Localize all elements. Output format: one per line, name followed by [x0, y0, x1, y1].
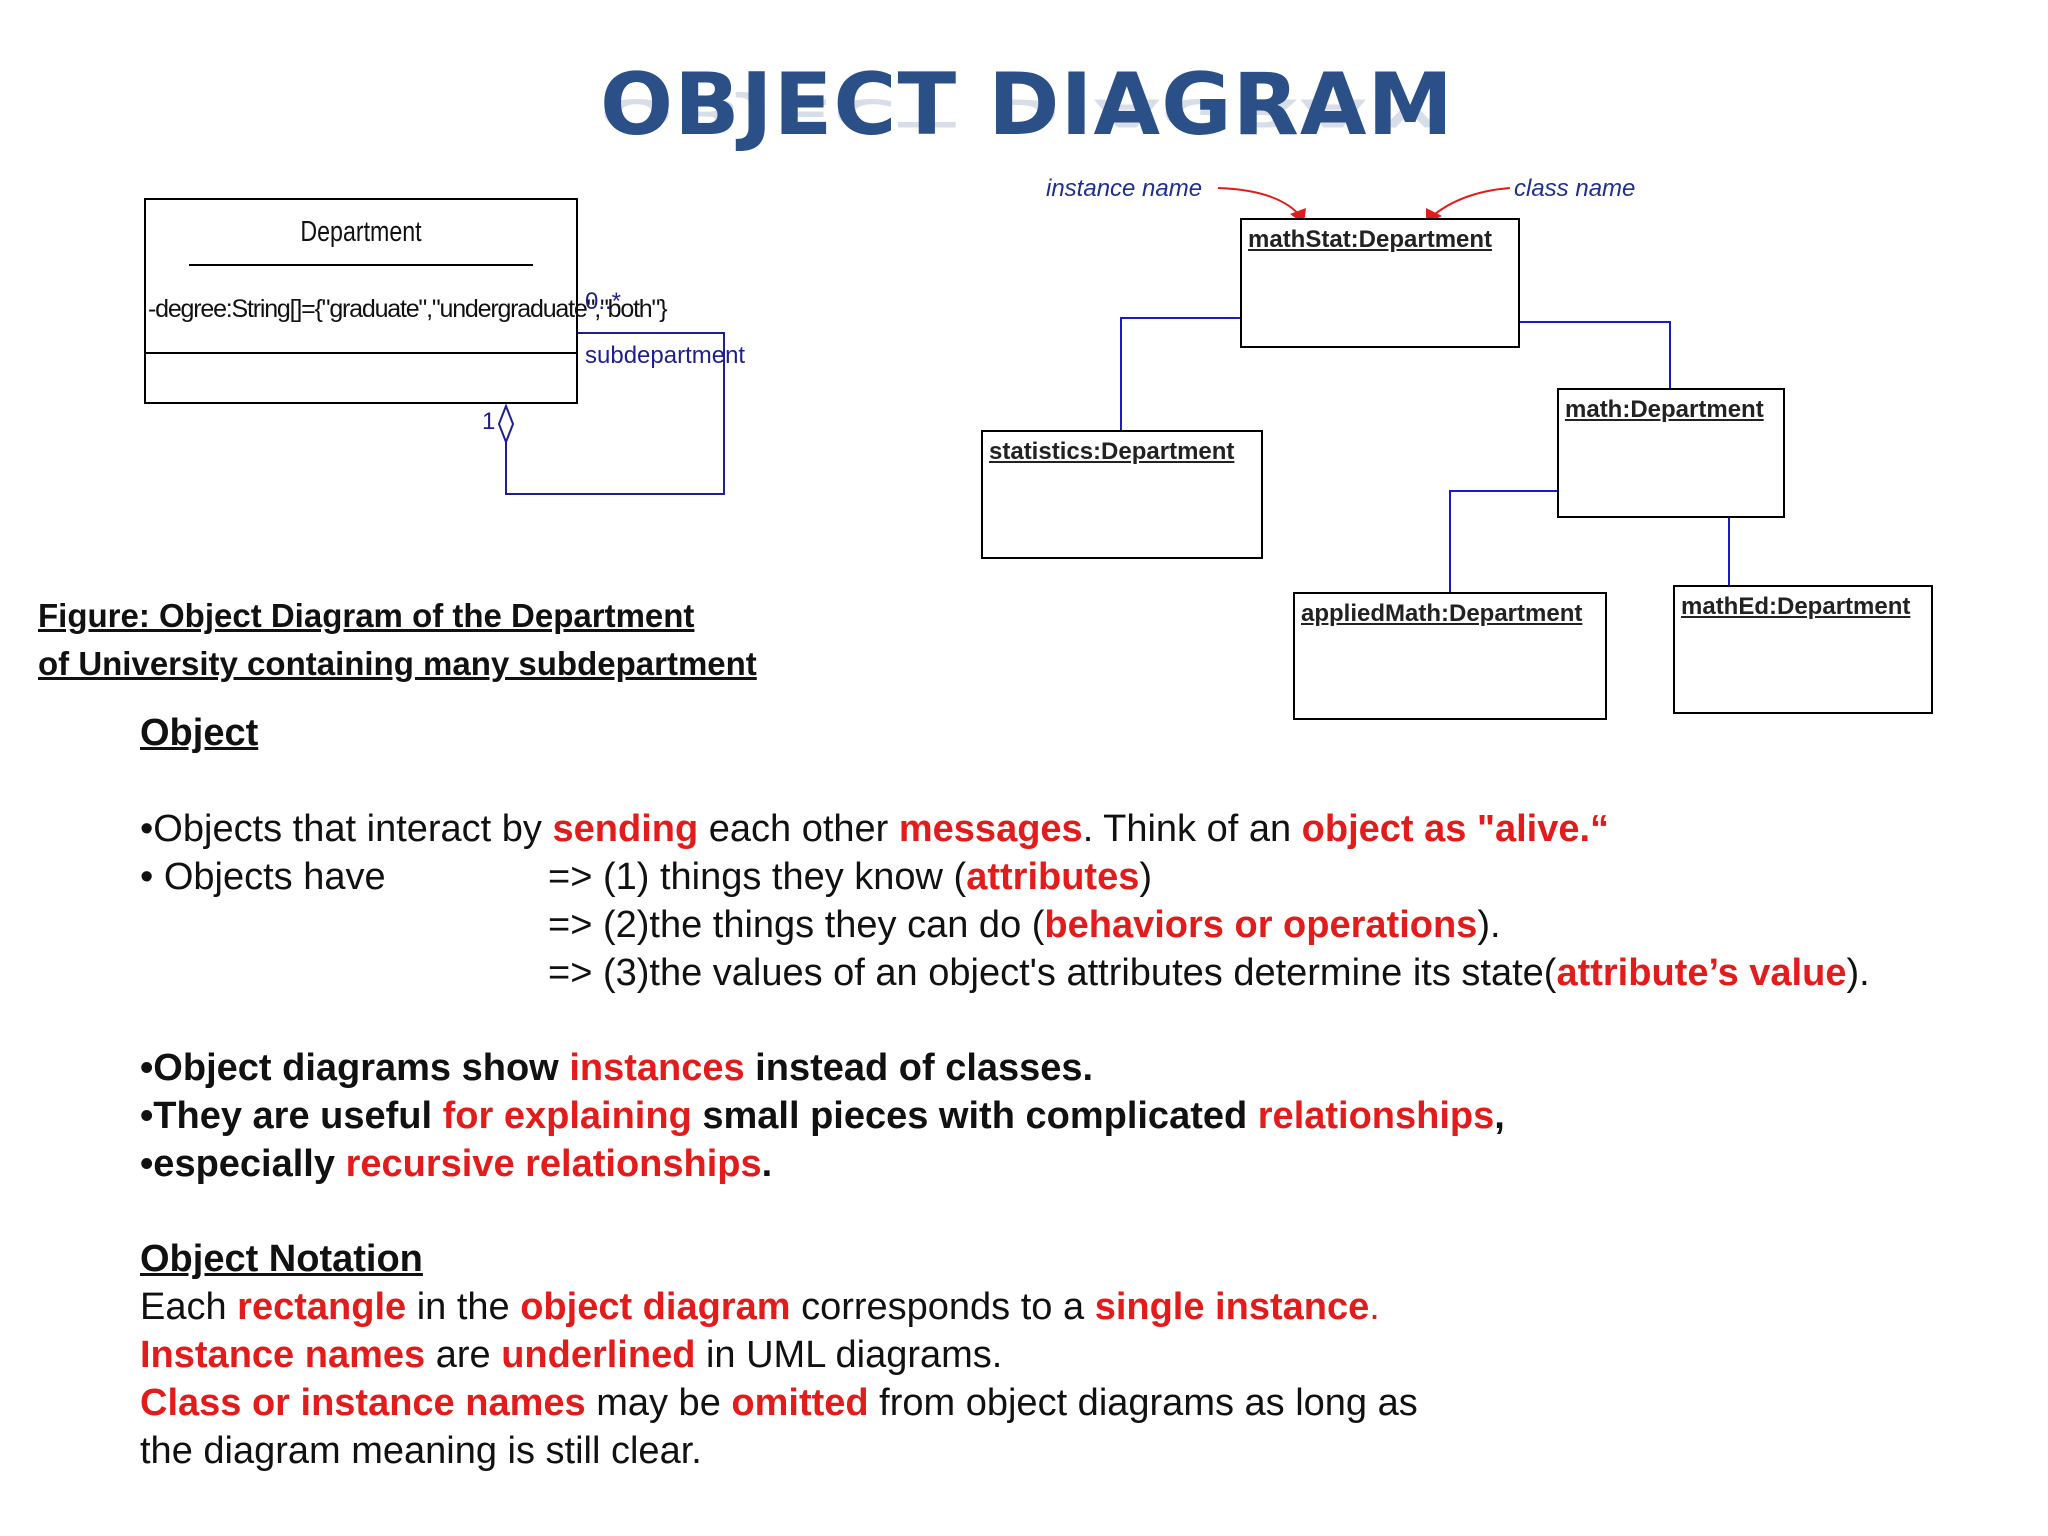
bullet-text: •especially — [140, 1143, 346, 1185]
bullet-text: , — [1494, 1095, 1505, 1137]
object-name: mathStat:Department — [1248, 226, 1493, 253]
notation-text: corresponds to a — [790, 1286, 1095, 1328]
bullet-text: instead of classes. — [744, 1047, 1094, 1089]
link-math-appliedmath — [1449, 490, 1557, 592]
p1-highlight: object as "alive.“ — [1301, 808, 1610, 850]
link-mathstat-statistics — [1120, 317, 1240, 430]
bullet-highlight: relationships — [1257, 1095, 1495, 1137]
instance-name-arrow — [1217, 187, 1303, 219]
object-heading: Object — [140, 712, 259, 754]
object-statistics: statistics:Department — [981, 430, 1263, 559]
notation-highlight: object diagram — [520, 1286, 791, 1328]
bullet-highlight: for explaining — [442, 1095, 692, 1137]
object-math: math:Department — [1557, 388, 1785, 518]
notation-line-2: Instance names are underlined in UML dia… — [140, 1334, 1002, 1378]
object-mathstat: mathStat:Department — [1240, 218, 1520, 348]
item-highlight: attributes — [966, 856, 1140, 898]
multiplicity-many: 0..* — [585, 288, 622, 315]
object-name: mathEd:Department — [1681, 593, 1911, 620]
role-label: subdepartment — [585, 342, 746, 369]
aggregation-diamond — [497, 403, 515, 445]
p1-highlight: sending — [552, 808, 699, 850]
p1-text: •Objects that interact by — [140, 808, 553, 850]
instance-name-annotation: instance name — [1046, 175, 1203, 202]
p1-highlight: messages — [898, 808, 1083, 850]
class-name-annotation: class name — [1514, 175, 1636, 202]
caption-line-2: of University containing many subdepartm… — [38, 645, 757, 682]
bullet-instances: •Object diagrams show instances instead … — [140, 1047, 1093, 1091]
notation-text: in the — [406, 1286, 521, 1328]
notation-text: . — [1369, 1286, 1380, 1328]
notation-highlight: underlined — [501, 1334, 696, 1376]
object-paragraph-1: •Objects that interact by sending each o… — [140, 808, 1609, 852]
notation-highlight: rectangle — [237, 1286, 407, 1328]
notation-line-1: Each rectangle in the object diagram cor… — [140, 1286, 1380, 1330]
bullet-text: small pieces with complicated — [691, 1095, 1258, 1137]
link-mathstat-math — [1519, 321, 1671, 390]
notation-highlight: Class or instance names — [140, 1382, 586, 1424]
object-name: appliedMath:Department — [1301, 600, 1583, 627]
title-reflection: OBJECT DIAGRAM — [600, 90, 1455, 136]
item-text: => (3)the values of an object's attribut… — [548, 952, 1557, 994]
bullet-text: •They are useful — [140, 1095, 443, 1137]
bullet-highlight: instances — [569, 1047, 745, 1089]
multiplicity-one: 1 — [482, 408, 496, 435]
notation-text: Each — [140, 1286, 238, 1328]
bullet-highlight: recursive relationships — [345, 1143, 762, 1185]
notation-text: from object diagrams as long as — [868, 1382, 1418, 1424]
object-name: math:Department — [1565, 396, 1764, 423]
p1-text: each other — [698, 808, 899, 850]
item-text: => (1) things they know ( — [548, 856, 967, 898]
figure-caption: Figure: Object Diagram of the Department… — [38, 592, 757, 688]
item-text: ). — [1846, 952, 1870, 994]
objects-have-item-1: => (1) things they know (attributes) — [548, 856, 1152, 900]
item-text: ) — [1139, 856, 1153, 898]
notation-text: are — [425, 1334, 502, 1376]
object-name: statistics:Department — [989, 438, 1235, 465]
notation-highlight: omitted — [731, 1382, 869, 1424]
object-mathed: mathEd:Department — [1673, 585, 1933, 714]
object-appliedmath: appliedMath:Department — [1293, 592, 1607, 720]
item-highlight: behaviors or operations — [1044, 904, 1478, 946]
class-attribute: -degree:String[]={"graduate","undergradu… — [146, 266, 668, 354]
caption-line-1: Figure: Object Diagram of the Department — [38, 597, 695, 634]
notation-heading: Object Notation — [140, 1238, 423, 1280]
class-operations — [146, 354, 576, 400]
notation-highlight: single instance — [1094, 1286, 1370, 1328]
bullet-text: •Object diagrams show — [140, 1047, 570, 1089]
objects-have-label: • Objects have — [140, 856, 386, 898]
item-highlight: attribute’s value — [1556, 952, 1847, 994]
page-title: OBJECT DIAGRAM OBJECT DIAGRAM — [600, 62, 1454, 172]
department-class-box: Department -degree:String[]={"graduate",… — [144, 198, 668, 404]
class-name: Department — [189, 200, 533, 266]
item-text: ). — [1477, 904, 1501, 946]
notation-text: may be — [585, 1382, 732, 1424]
title-text: OBJECT DIAGRAM — [600, 55, 1455, 155]
notation-text: in UML diagrams. — [695, 1334, 1003, 1376]
bullet-recursive: •especially recursive relationships. — [140, 1143, 772, 1187]
notation-highlight: Instance names — [140, 1334, 426, 1376]
objects-have-item-2: => (2)the things they can do (behaviors … — [548, 904, 1501, 948]
notation-line-3: Class or instance names may be omitted f… — [140, 1382, 1418, 1426]
bullet-text: . — [761, 1143, 773, 1185]
bullet-useful: •They are useful for explaining small pi… — [140, 1095, 1505, 1139]
p1-text: . Think of an — [1082, 808, 1302, 850]
objects-have-item-3: => (3)the values of an object's attribut… — [548, 952, 1870, 996]
class-name-arrow — [1429, 187, 1511, 219]
item-text: => (2)the things they can do ( — [548, 904, 1045, 946]
notation-line-4: the diagram meaning is still clear. — [140, 1430, 702, 1472]
